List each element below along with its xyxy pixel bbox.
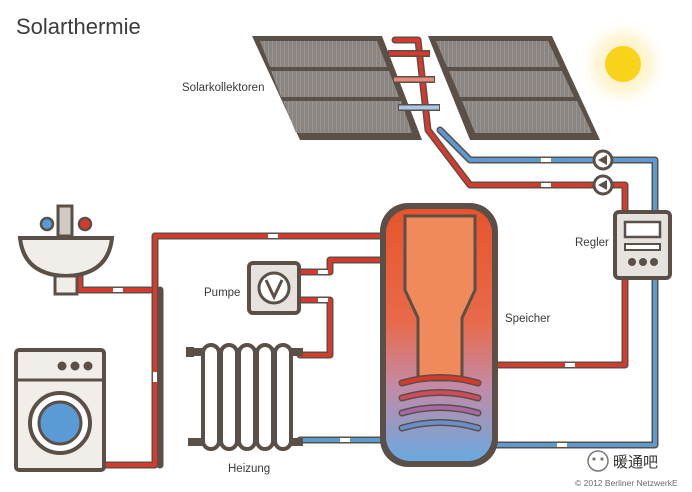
sun-icon <box>577 18 669 110</box>
label-storage: Speicher <box>505 313 551 325</box>
radiator-icon <box>186 343 303 451</box>
copyright-text: © 2012 Berliner NetzwerkE <box>575 478 678 488</box>
label-solar-collectors: Solarkollektoren <box>182 82 264 94</box>
watermark-icon <box>587 450 609 472</box>
page-title: Solarthermie <box>16 14 141 39</box>
label-heating: Heizung <box>228 463 270 475</box>
storage-tank-icon <box>380 203 498 467</box>
label-controller: Regler <box>575 237 609 249</box>
label-pump: Pumpe <box>204 287 240 299</box>
washing-machine-icon <box>14 348 106 472</box>
solar-collector-icon <box>252 36 600 140</box>
pipes <box>76 36 659 469</box>
circulation-pump-icon <box>592 149 614 196</box>
sink-icon <box>17 204 115 296</box>
controller-icon <box>613 210 672 280</box>
pump-icon <box>247 261 301 315</box>
watermark-text: 暖通吧 <box>613 454 658 471</box>
